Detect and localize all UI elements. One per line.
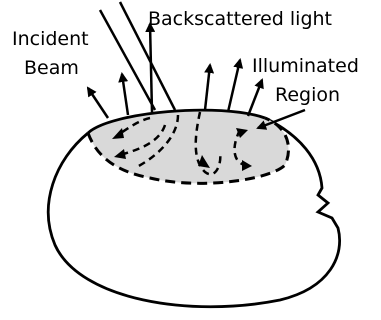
label-illuminated-line2: Region — [275, 84, 340, 106]
label-backscattered: Backscattered light — [148, 8, 332, 30]
backscatter-arrow-4 — [205, 65, 210, 110]
backscatter-arrow-2 — [122, 74, 128, 115]
backscatter-arrow-3 — [150, 24, 152, 112]
backscatter-arrow-1 — [88, 88, 108, 118]
incident-beam-line-left — [100, 10, 155, 110]
label-illuminated-line1: Illuminated — [252, 55, 359, 77]
backscatter-arrow-6 — [248, 80, 262, 116]
label-incident-line2: Beam — [24, 57, 79, 79]
label-incident-line1: Incident — [12, 28, 89, 50]
backscatter-arrow-5 — [228, 60, 240, 112]
